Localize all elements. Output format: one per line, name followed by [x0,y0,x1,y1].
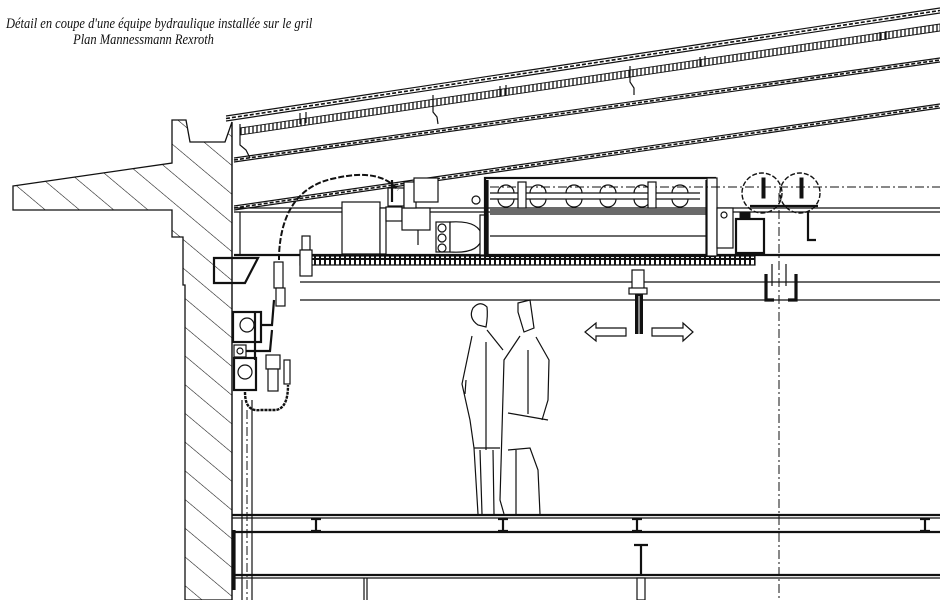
travel-direction-arrows [584,321,694,343]
concrete-wall [12,119,233,600]
drawing-caption: Détail en coupe d'une équipe bydraulique… [6,16,312,48]
hydraulic-cylinder [483,176,940,258]
grid-floor [232,513,940,600]
caption-source: Plan Mannessmann Rexroth [73,32,214,48]
caption-title: Détail en coupe d'une équipe bydraulique… [6,16,313,32]
hydraulic-hose [273,173,399,307]
upper-grid-deck [234,207,940,301]
chain-bed [299,255,756,266]
valve-block [716,207,766,255]
wall-guide-rail [232,400,253,600]
hydraulic-power-unit [341,177,489,256]
beam-clamps [764,264,798,302]
pressure-gauges [231,299,291,412]
batten-hanger [628,269,648,334]
pulley-sheaves [741,172,821,600]
human-figures [461,299,550,515]
gutter-bracket [212,256,260,285]
roof-truss [225,7,940,211]
